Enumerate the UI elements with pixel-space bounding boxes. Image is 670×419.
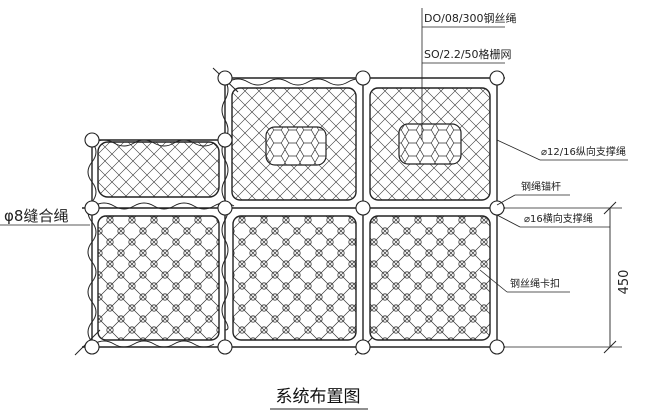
upper-left-panel bbox=[97, 141, 220, 198]
diagram-caption: 系统布置图 bbox=[276, 387, 361, 407]
label-wire-rope: DO/08/300钢丝绳 bbox=[424, 11, 517, 25]
lower-left-panel bbox=[97, 215, 220, 341]
label-grid-net: SO/2.2/50格栅网 bbox=[424, 47, 512, 61]
label-clip: 钢丝绳卡扣 bbox=[510, 277, 560, 290]
dimension-line bbox=[505, 201, 622, 354]
upper-right-panel bbox=[369, 87, 491, 201]
dimension-value: 450 bbox=[617, 270, 632, 295]
label-stitch-rope: φ8缝合绳 bbox=[4, 207, 68, 225]
label-anchor-rod: 钢绳锚杆 bbox=[521, 180, 561, 193]
leader-lines bbox=[0, 8, 628, 293]
lower-right-panel bbox=[369, 215, 491, 341]
label-long-support: ⌀12/16纵向支撑绳 bbox=[541, 145, 626, 158]
upper-middle-panel bbox=[231, 87, 357, 201]
anchor-nodes bbox=[84, 70, 505, 355]
lower-middle-panel bbox=[232, 215, 357, 341]
label-trans-support: ⌀16横向支撑绳 bbox=[524, 212, 593, 225]
